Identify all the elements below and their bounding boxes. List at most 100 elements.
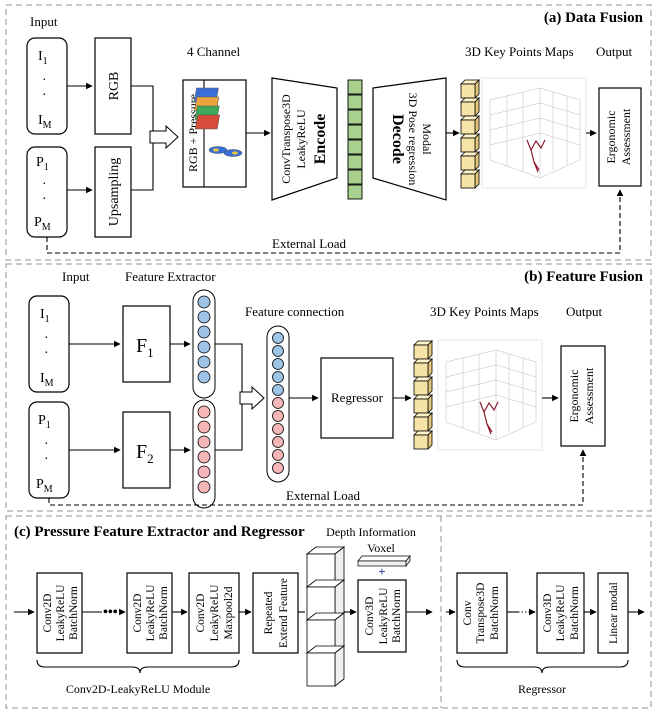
rgb-label: RGB [107,72,122,101]
panel-b-border [5,263,652,512]
conv-transpose-block [456,572,508,654]
svg-text:·: · [44,346,49,361]
maxpool-block-line1: Conv2D [195,594,207,633]
f1-feature-vector [192,289,216,399]
image-input-last-a: IM [38,113,52,131]
maxpool-block [188,572,240,654]
f2-label: F2 [136,441,154,466]
conv2d-block-1-line1: Conv2D [42,594,54,633]
assessment-box-a [598,87,642,187]
repeat-block-line2: Extend Feature [278,578,290,648]
transpose-block-line3: BatchNorm [489,586,501,640]
svg-text:·: · [44,452,49,467]
maxpool-block-line3: Maxpool2d [223,586,235,639]
panel-a-title: (a) Data Fusion [544,10,644,26]
panel-a: (a) Data Fusion Input I1 · · IM P1 · · P… [5,4,652,261]
repeat-block-line1: Repeated [263,591,275,634]
assessment-a-line2: Assessment [619,108,633,165]
conv3d-r-line2: LeakyReLU [555,584,567,642]
external-load-arrow-a [46,189,624,254]
regressor-brace [456,659,629,674]
ellipsis: ••• [103,605,118,620]
maps-label-b: 3D Key Points Maps [430,304,539,319]
svg-text:·: · [42,177,47,192]
panel-b: (b) Feature Fusion Input Feature Extract… [5,263,652,512]
external-load-label-b: External Load [286,488,360,503]
encoder-shape [271,77,338,201]
svg-text:·: · [42,73,47,88]
upsampling-box [94,146,132,238]
conv3d-block-line3: BatchNorm [391,589,403,643]
panel-c-title: (c) Pressure Feature Extractor and Regre… [14,524,305,540]
image-input-first-a: I1 [38,49,48,67]
plus-sign: + [378,564,385,579]
merge-arrow-b [239,385,265,411]
regressor-label-b: Regressor [331,390,384,405]
encoder-line1: ConvTranspose3D [279,94,293,184]
regressor-label-c: Regressor [518,682,566,696]
input-label-b: Input [62,269,90,284]
conv3d-r-line1: Conv3D [542,594,554,633]
panel-c-border [5,515,652,709]
encoder-line2: LeakyReLU [294,109,308,169]
conv2d-block-2 [126,572,173,654]
conv3d-block-r [536,572,585,654]
linear-modal-label: Linear modal [608,582,620,644]
input-label-a: Input [30,14,58,29]
svg-text:·: · [44,331,49,346]
image-input-first-b: I1 [40,307,50,325]
decoder-line1: 3D Pose regression [406,93,420,186]
decode-label: Decode [389,114,406,164]
pressure-input-first-b: P1 [38,413,51,431]
feature-extractor-label: Feature Extractor [125,269,216,284]
svg-text:·: · [44,437,49,452]
encode-label: Encode [312,114,329,165]
panel-c: (c) Pressure Feature Extractor and Regre… [5,515,652,709]
rgb-pressure-thumbnails [193,87,243,157]
f1-box [122,305,171,383]
transpose-block-line1: Conv [462,600,474,625]
output-label-b: Output [566,304,603,319]
svg-text:·: · [42,88,47,103]
repeat-extend-block [252,572,299,654]
f2-box [122,411,171,489]
conv2d-block-2-line1: Conv2D [132,594,144,633]
pressure-input-last-a: PM [34,215,51,233]
maxpool-block-line2: LeakyReLU [209,584,221,642]
keypoint-cubes-a [460,79,480,189]
voxel-label: Voxel [367,541,395,555]
f2-feature-vector [192,399,216,509]
output-label-a: Output [596,44,633,59]
latent-vector [347,79,363,200]
conv3d-r-line3: BatchNorm [569,586,581,640]
decoder-line2: Modal [420,123,434,155]
svg-text:·: · [42,192,47,207]
assessment-b-line1: Ergonomic [567,369,581,422]
module-brace [36,659,240,674]
depth-voxel-slab [357,555,411,567]
external-load-arrow-b [48,449,587,506]
keypoint-cubes-b [413,340,433,450]
conv3d-block [357,579,407,653]
pose-plot-b [437,339,543,451]
panel-b-title: (b) Feature Fusion [524,269,644,285]
assessment-b-line2: Assessment [582,367,596,424]
conv3d-block-line2: LeakyReLU [378,587,390,645]
module-label: Conv2D-LeakyReLU Module [66,682,210,696]
external-load-label-a: External Load [272,236,346,251]
image-input-last-b: IM [40,371,54,389]
extended-feature-stack [306,546,345,687]
pressure-input-last-b: PM [36,477,53,495]
depth-info-label: Depth Information [326,525,416,539]
concatenated-vector [266,325,290,483]
panel-a-border [5,4,652,261]
rgb-box [94,37,132,135]
assessment-box-b [560,345,606,447]
conv2d-block-1-line3: BatchNorm [68,586,80,640]
transpose-block-line2: Transpose3D [475,583,487,644]
upsampling-label: Upsampling [107,158,122,226]
regressor-box-b [320,357,394,439]
merge-arrow-a [149,124,179,150]
